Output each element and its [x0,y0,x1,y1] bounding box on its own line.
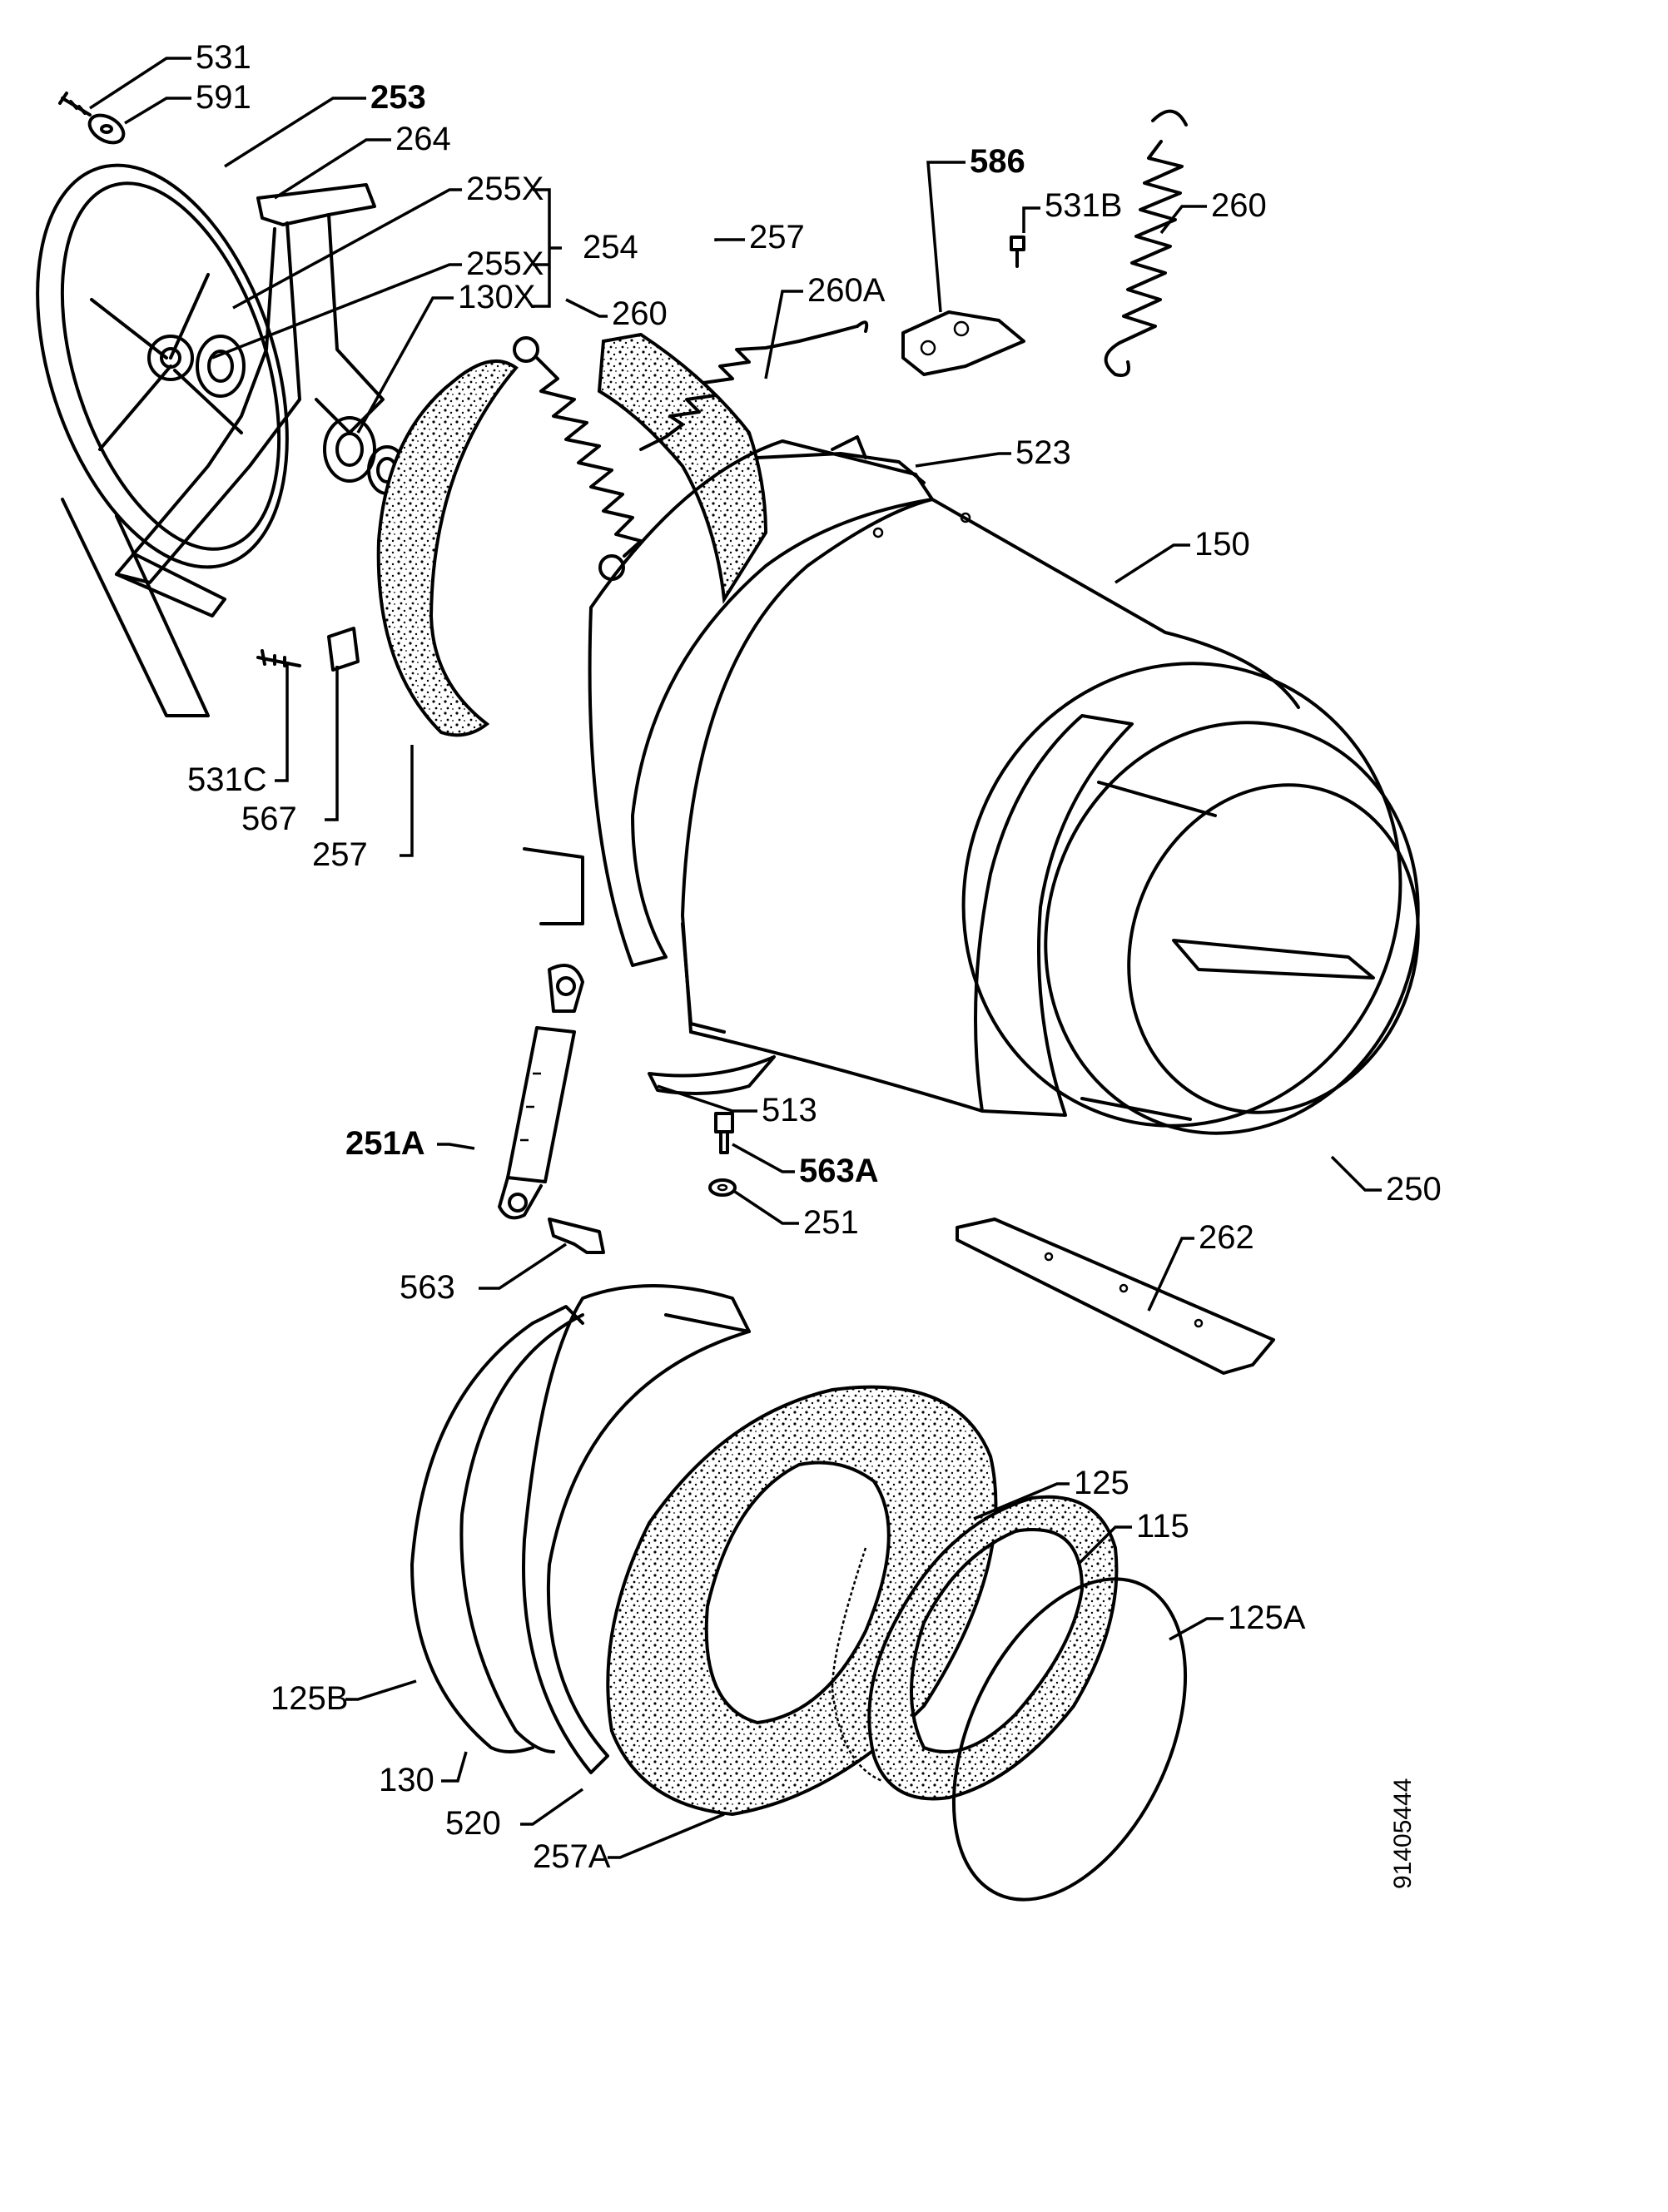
label-255x-b: 255X [466,246,544,282]
label-586: 586 [970,143,1025,180]
screw-531 [58,92,92,117]
clamp-ring-125a [951,1577,1188,1902]
label-130: 130 [379,1762,434,1798]
label-130x: 130X [458,279,535,315]
label-513: 513 [762,1092,817,1128]
bracket-586 [901,310,1025,376]
drum-spider-264 [115,183,385,617]
lifter-rib-262 [956,1218,1275,1375]
label-251: 251 [803,1204,859,1241]
tub-front-520 [522,1284,751,1774]
screw-531c [256,649,301,667]
part-labels: 531 591 253 264 255X 254 255X 130X 257 2… [187,39,1442,1889]
washer-591 [87,113,126,145]
counterweight-257-left [376,360,519,737]
label-257a: 257A [533,1838,611,1875]
door-seal-115 [867,1495,1119,1801]
label-260-right: 260 [1211,187,1267,224]
drum-150 [681,498,1300,1113]
label-251a: 251A [345,1125,425,1162]
washer-251 [708,1178,737,1197]
bolt-563a [714,1112,734,1154]
label-257-top: 257 [749,219,805,255]
label-264: 264 [395,121,451,157]
spring-260a [639,320,869,451]
label-257-left: 257 [312,836,368,873]
screw-531b [1010,236,1025,268]
plate-567 [327,627,360,672]
bearing-set-254 [196,335,407,495]
drum-basket-250 [961,662,1420,1135]
label-591: 591 [196,79,251,116]
drum-perforation-band [974,714,1134,1117]
leader-lines [89,57,1382,1859]
spring-ring-125 [831,1547,883,1783]
label-115: 115 [1136,1508,1189,1545]
label-567: 567 [241,801,297,837]
label-253: 253 [370,79,426,116]
label-260-mid: 260 [612,295,668,332]
support-513 [648,1055,776,1095]
counterweight-257-top [597,332,768,604]
label-125: 125 [1074,1465,1129,1501]
label-563a: 563A [799,1153,879,1189]
label-254: 254 [583,229,638,265]
label-531c: 531C [187,761,267,798]
label-125a: 125A [1228,1599,1306,1636]
label-125b: 125B [271,1680,348,1717]
label-255x-a: 255X [466,171,544,207]
label-531: 531 [196,39,251,76]
label-531b: 531B [1045,187,1122,224]
shock-absorber-251a [498,964,584,1220]
label-262: 262 [1199,1219,1254,1256]
drum-pulley-253 [36,163,289,717]
gasket-130 [459,1313,584,1753]
label-563: 563 [400,1269,455,1306]
label-150: 150 [1194,526,1250,563]
sheet-code: 91405444 [1389,1778,1417,1889]
label-260a: 260A [807,272,886,309]
spring-260-right [1104,109,1188,377]
label-520: 520 [445,1805,501,1842]
label-250: 250 [1386,1171,1442,1208]
bolt-563 [548,1218,605,1254]
label-523: 523 [1015,434,1071,471]
